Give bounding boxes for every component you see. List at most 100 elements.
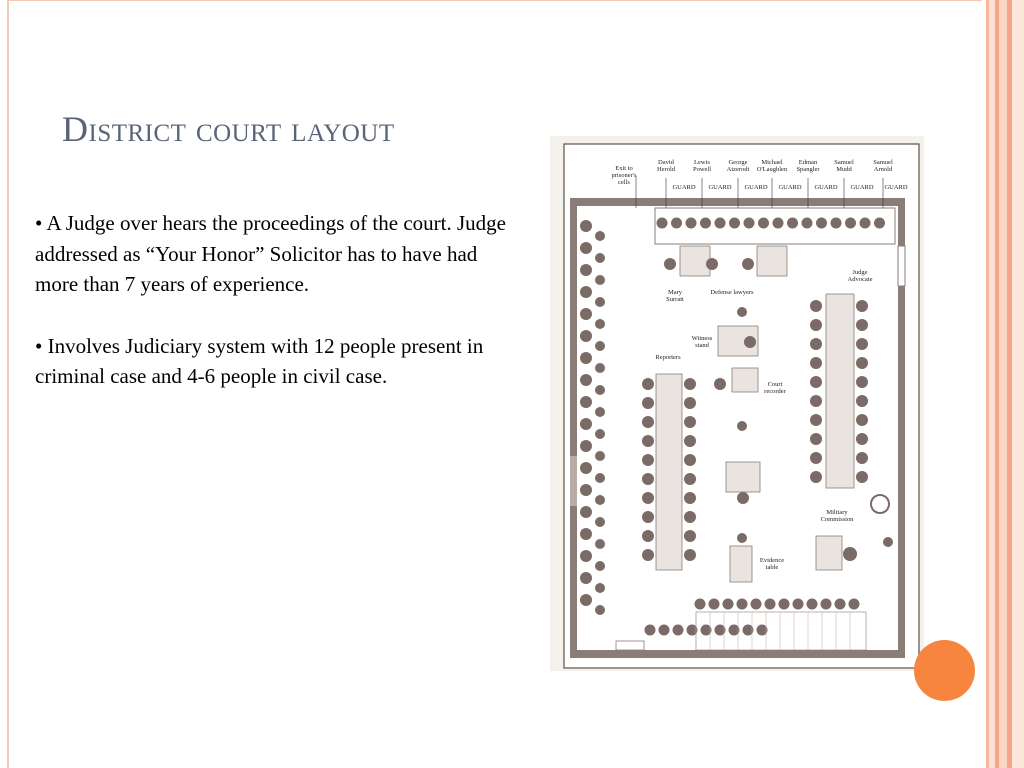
commission-seat [810, 471, 822, 483]
bullet-1: • A Judge over hears the proceedings of … [35, 211, 506, 296]
dock-seat [714, 217, 726, 229]
bottom-seat [700, 624, 712, 636]
commission-seat [810, 414, 822, 426]
slide-body: • A Judge over hears the proceedings of … [35, 208, 515, 423]
commission-seat [810, 395, 822, 407]
reporter-seat [642, 473, 654, 485]
commission-seat [856, 395, 868, 407]
bottom-seat [792, 598, 804, 610]
label-reporters: Reporters [655, 354, 681, 361]
slide-title: District court layout [62, 109, 395, 149]
commission-seat [856, 357, 868, 369]
reporter-seat [642, 492, 654, 504]
dock-seat [801, 217, 813, 229]
commission-seat [810, 319, 822, 331]
left-seat [580, 286, 592, 298]
left-seat [595, 517, 605, 527]
left-seat [580, 220, 592, 232]
left-seat [595, 429, 605, 439]
left-seat [595, 341, 605, 351]
left-seat [580, 264, 592, 276]
left-seat [580, 308, 592, 320]
reporter-seat [642, 397, 654, 409]
left-seat [580, 528, 592, 540]
reporter-seat [642, 435, 654, 447]
bottom-seat [708, 598, 720, 610]
label-defense-lawyers: Defense lawyers [710, 289, 754, 296]
decorative-stripes [982, 0, 1024, 768]
bottom-seat [806, 598, 818, 610]
dock-seat [830, 217, 842, 229]
bottom-spectator-seats [644, 598, 860, 636]
svg-text:GUARD: GUARD [708, 184, 731, 191]
commission-seats [810, 300, 868, 483]
left-seat [580, 506, 592, 518]
reporter-seat [642, 416, 654, 428]
left-seat [595, 363, 605, 373]
left-seat [595, 539, 605, 549]
left-seat [595, 253, 605, 263]
reporter-seat [642, 454, 654, 466]
dock-seat [700, 217, 711, 229]
bottom-seat [820, 598, 832, 610]
dock-seats [656, 217, 885, 229]
reporter-seat [684, 454, 696, 466]
commission-seat [856, 376, 868, 388]
reporter-seat [642, 530, 654, 542]
commission-seat [856, 414, 868, 426]
bottom-seat [756, 624, 768, 636]
dock-seat [787, 217, 798, 229]
reporter-seat [684, 511, 696, 523]
dock-seat [656, 217, 668, 229]
reporter-seat [642, 549, 654, 561]
svg-text:GUARD: GUARD [672, 184, 695, 191]
dock-seat [743, 217, 755, 229]
left-border-line [7, 0, 9, 768]
left-seat [580, 242, 592, 254]
reporter-seat [684, 416, 696, 428]
commission-seat [810, 300, 822, 312]
commission-seat [856, 452, 868, 464]
bottom-seat [722, 598, 734, 610]
bottom-seat [644, 624, 656, 636]
left-seat [595, 275, 605, 285]
reporter-seat [684, 435, 696, 447]
left-seat [580, 594, 592, 606]
accent-circle [914, 640, 975, 701]
commission-seat [856, 471, 868, 483]
reporter-seat [642, 378, 654, 390]
dock-seat [772, 217, 784, 229]
svg-text:GUARD: GUARD [744, 184, 767, 191]
left-seat [595, 583, 605, 593]
commission-seat [856, 319, 868, 331]
left-seat [595, 605, 605, 615]
bottom-seat [778, 598, 790, 610]
guard-labels: GUARD GUARD GUARD GUARD GUARD GUARD GUAR… [672, 184, 907, 191]
svg-text:GUARD: GUARD [814, 184, 837, 191]
commission-seat [856, 433, 868, 445]
left-seat [580, 418, 592, 430]
left-seat [580, 352, 592, 364]
bottom-seat [764, 598, 776, 610]
left-seat [580, 550, 592, 562]
commission-seat [810, 452, 822, 464]
left-seat [580, 484, 592, 496]
left-seat [595, 451, 605, 461]
commission-seat [856, 338, 868, 350]
commission-seat [810, 357, 822, 369]
svg-text:GUARD: GUARD [850, 184, 873, 191]
bottom-seat [848, 598, 860, 610]
reporter-seat [684, 473, 696, 485]
svg-text:GUARD: GUARD [778, 184, 801, 191]
